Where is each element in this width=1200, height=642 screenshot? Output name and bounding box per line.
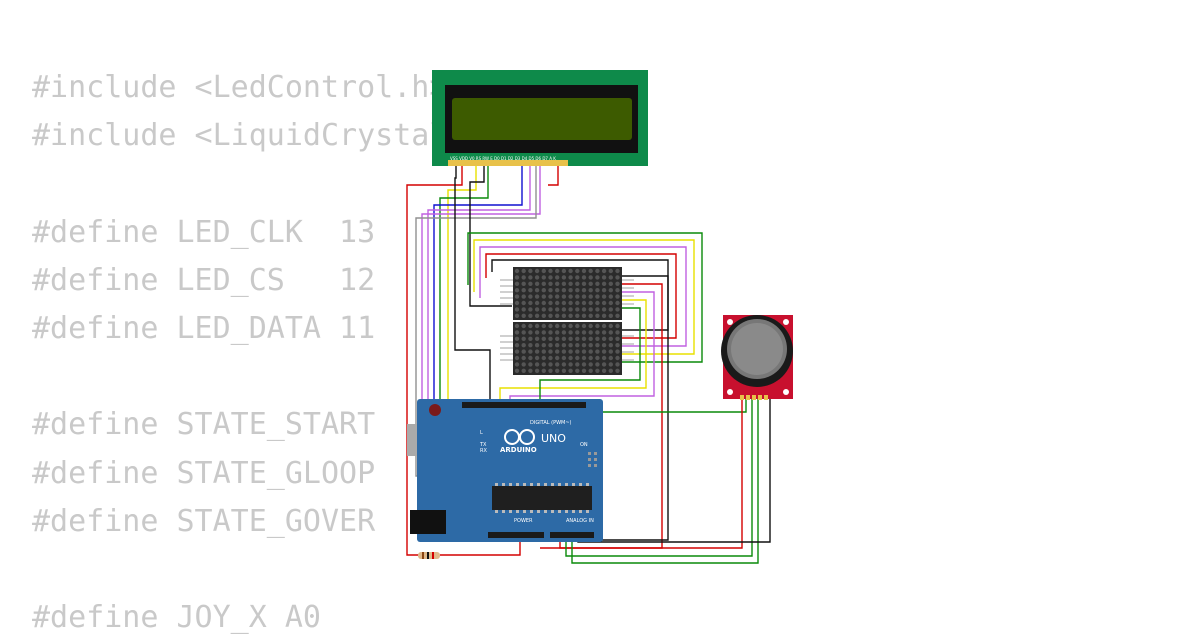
on-led-label: ON [580,442,588,448]
wire-green-matrix-outer [467,232,703,363]
code-line: #define STATE_START [32,407,376,443]
usb-port [407,424,419,456]
lcd-module: VSS VDD V0 RS RW E D0 D1 D2 D3 D4 D5 D6 … [432,70,648,166]
code-line: #define STATE_GOVER [32,503,376,539]
analog-header-label: ANALOG IN [566,518,594,524]
wire-black-lcd-2 [469,165,512,307]
matrix-header-pins [500,279,634,361]
wire-red-lcd [406,165,463,556]
resistor [418,552,440,559]
l-led-label: L [480,430,483,436]
atmega-chip [492,486,592,510]
code-line: #include <LedControl.h> [32,70,448,105]
lcd-pin-labels: VSS VDD V0 RS RW E D0 D1 D2 D3 D4 D5 D6 … [450,156,556,161]
wire-violet-matrix [479,246,687,347]
wire-red-resistor [440,536,521,556]
power-header-label: POWER [514,518,533,524]
wire-green-joy-2 [565,398,753,557]
wire-black-lcd [454,165,491,412]
code-line: #define LED_CS 12 [32,262,376,298]
code-line: #define STATE_GLOOP [32,455,376,491]
arduino-uno-board: UNO ARDUINO DIGITAL (PWM~) ANALOG IN POW… [407,399,603,542]
joystick-pins [740,395,768,400]
led-matrix-bottom [513,322,622,375]
power-jack [410,510,446,534]
code-line: #define LED_CLK 13 [32,214,376,250]
digital-header-label: DIGITAL (PWM~) [530,420,572,426]
analog-header [550,532,594,538]
wire-red-lcd-2 [548,165,559,186]
code-line: #define LED_DATA 11 [32,310,376,346]
wire-black-joy [577,398,771,543]
wire-green-joy-3 [571,398,759,564]
lcd-pin-header [448,160,568,166]
led-matrix-top [513,267,622,320]
chip-legs [495,483,589,513]
reset-button [429,404,441,416]
lcd-screen [452,98,632,140]
tx-led-label: TX [479,442,487,448]
wire-red-matrix [485,253,677,339]
wire-green-m2a [539,307,641,405]
wire-green-joy-1 [585,398,747,413]
board-model: UNO [541,432,566,445]
power-header [488,532,544,538]
rx-led-label: RX [480,448,487,454]
joystick-module [721,315,793,400]
wire-yellow-matrix [473,239,695,355]
wire-yellow-m2a [499,299,647,405]
digital-header [462,402,586,408]
wires [406,165,771,564]
wire-black-matrix [491,259,669,331]
board-brand: ARDUINO [500,446,537,454]
code-line: #define JOY_X A0 [32,600,321,636]
icsp-header [588,452,597,467]
arduino-logo-icon [504,429,535,445]
